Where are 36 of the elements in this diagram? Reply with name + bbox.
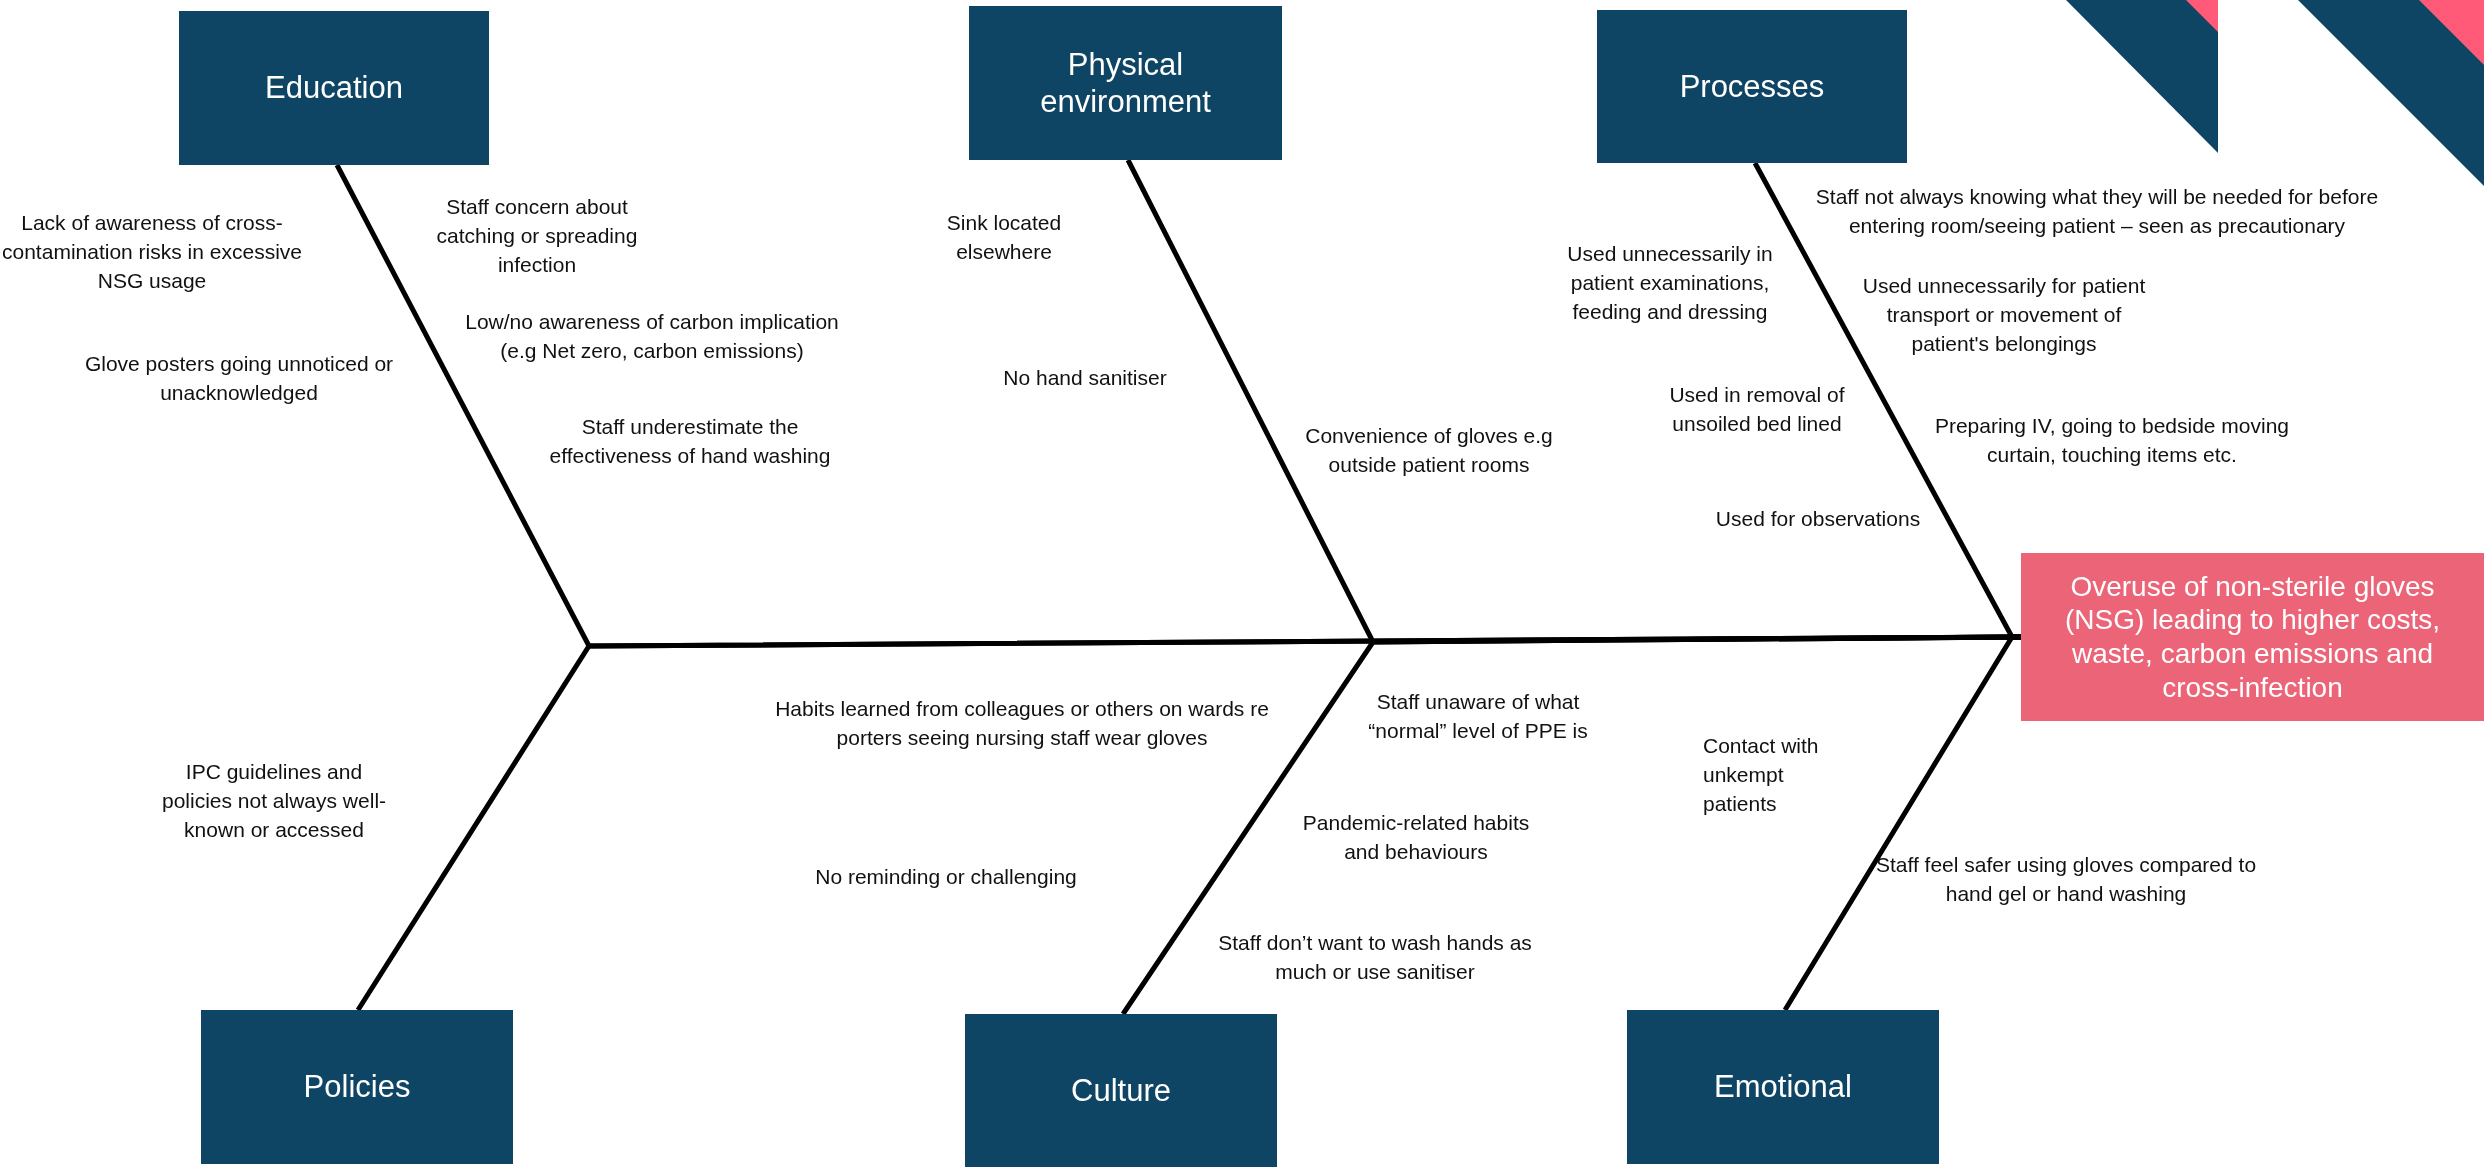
cause-text: Used in removal of unsoiled bed lined xyxy=(1668,382,1846,437)
category-title: Emotional xyxy=(1714,1068,1852,1106)
category-title: Policies xyxy=(303,1068,411,1106)
cause-text: Low/no awareness of carbon implication (e.g Net zero, carbon emissions) xyxy=(464,309,840,364)
cause-text: Lack of awareness of cross-contamination risks in excessive NSG usage xyxy=(2,210,302,294)
effect-box xyxy=(2021,553,2484,721)
category-title: Culture xyxy=(1071,1071,1171,1110)
cause-text: Habits learned from colleagues or others on wards re porters seeing nursing staff wear gloves xyxy=(774,696,1270,751)
category-box xyxy=(965,1014,1277,1167)
category-title: Physical environment xyxy=(1039,45,1212,121)
cause-text: Staff underestimate the effectiveness of hand washing xyxy=(548,414,832,469)
cause-text: Sink located elsewhere xyxy=(945,210,1063,265)
effect-text: Overuse of non-sterile gloves (NSG) leading to higher costs, waste, carbon emissions and cross-infection xyxy=(2063,569,2442,705)
cause-text: Staff feel safer using gloves compared to hand gel or hand washing xyxy=(1874,852,2258,907)
cause-text: Contact with unkempt patients xyxy=(1703,733,1820,817)
category-title: Education xyxy=(265,69,403,107)
cause-text: Glove posters going unnoticed or unacknowledged xyxy=(83,351,395,406)
cause-text: Used for observations xyxy=(1714,506,1922,532)
cause-text: Staff unaware of what “normal” level of PPE is xyxy=(1367,689,1589,744)
cause-text: No hand sanitiser xyxy=(1002,365,1168,391)
cause-text: Staff don’t want to wash hands as much or use sanitiser xyxy=(1217,930,1533,985)
category-box xyxy=(1597,10,1907,163)
cause-text: Used unnecessarily for patient transport or movement of patient's belongings xyxy=(1861,273,2147,357)
cause-text: Pandemic-related habits and behaviours xyxy=(1301,810,1531,865)
cause-text: No reminding or challenging xyxy=(814,864,1078,890)
category-box xyxy=(201,1010,513,1164)
cause-text: Used unnecessarily in patient examinations, feeding and dressing xyxy=(1566,241,1774,325)
category-box xyxy=(969,6,1282,160)
cause-text: Staff concern about catching or spreading infection xyxy=(435,194,639,278)
category-title: Processes xyxy=(1679,67,1825,106)
cause-text: Convenience of gloves e.g outside patient rooms xyxy=(1304,423,1554,478)
cause-text: IPC guidelines and policies not always well-known or accessed xyxy=(160,759,388,843)
category-box xyxy=(1627,1010,1939,1164)
cause-text: Preparing IV, going to bedside moving curtain, touching items etc. xyxy=(1933,413,2291,468)
cause-text: Staff not always knowing what they will be needed for before entering room/seeing patient – seen as precautionary xyxy=(1814,184,2380,239)
category-box xyxy=(179,11,489,165)
